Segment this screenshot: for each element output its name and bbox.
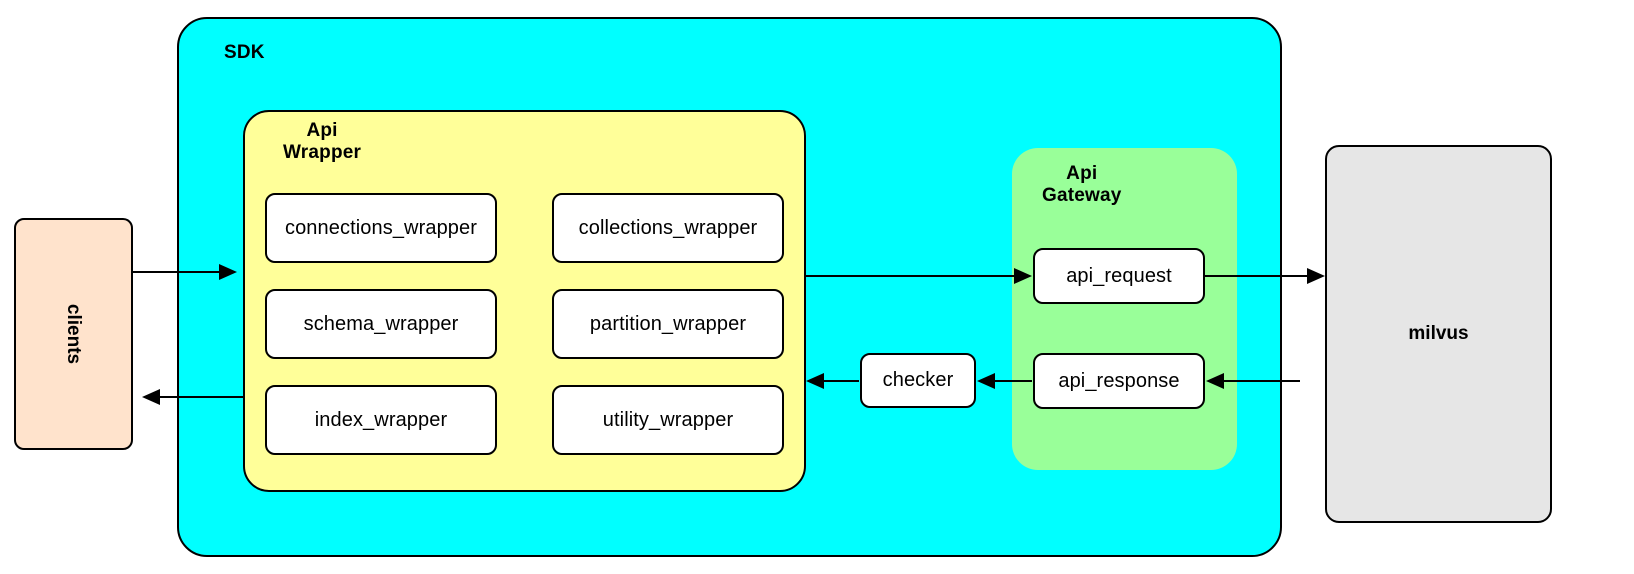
module-label: connections_wrapper <box>284 216 478 239</box>
module-utility-wrapper[interactable]: utility_wrapper <box>552 385 784 455</box>
module-partition-wrapper[interactable]: partition_wrapper <box>552 289 784 359</box>
module-label: schema_wrapper <box>303 312 459 335</box>
api-request-box[interactable]: api_request <box>1033 248 1205 304</box>
module-label: utility_wrapper <box>602 408 734 431</box>
api-request-label: api_request <box>1066 264 1172 287</box>
api-gateway-container: Api Gateway <box>1012 148 1237 470</box>
checker-label: checker <box>882 369 954 391</box>
api-gateway-label: Api Gateway <box>1042 163 1122 207</box>
milvus-entity[interactable]: milvus <box>1325 145 1552 523</box>
milvus-label: milvus <box>1408 323 1469 344</box>
module-connections-wrapper[interactable]: connections_wrapper <box>265 193 497 263</box>
module-schema-wrapper[interactable]: schema_wrapper <box>265 289 497 359</box>
sdk-label: SDK <box>224 42 265 63</box>
module-collections-wrapper[interactable]: collections_wrapper <box>552 193 784 263</box>
api-wrapper-label: Api Wrapper <box>283 120 362 164</box>
clients-label: clients <box>63 303 85 365</box>
module-label: partition_wrapper <box>589 312 747 335</box>
module-label: index_wrapper <box>314 408 448 431</box>
clients-entity[interactable]: clients <box>14 218 133 450</box>
api-response-box[interactable]: api_response <box>1033 353 1205 409</box>
checker-box[interactable]: checker <box>860 353 976 408</box>
module-index-wrapper[interactable]: index_wrapper <box>265 385 497 455</box>
api-response-label: api_response <box>1058 369 1180 392</box>
module-label: collections_wrapper <box>578 216 758 239</box>
